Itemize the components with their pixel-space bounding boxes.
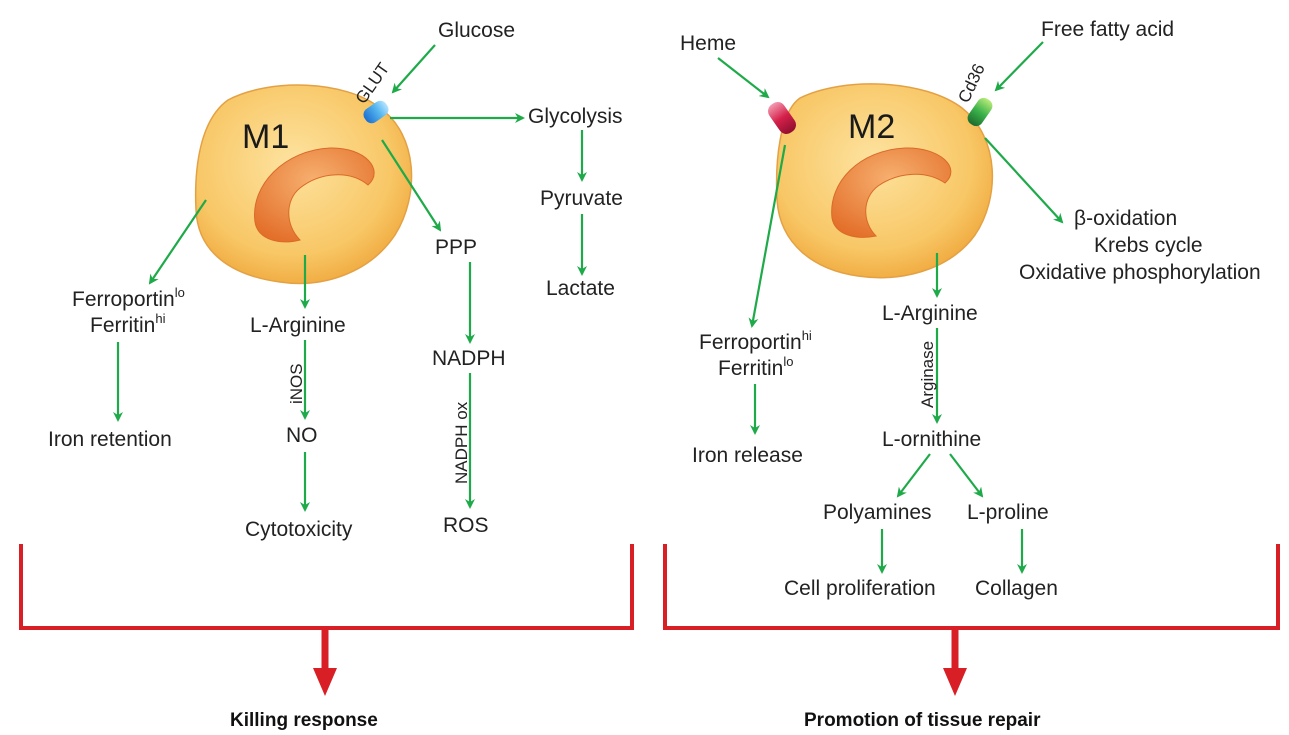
glut-label: GLUT (352, 59, 394, 107)
cytotoxicity-label: Cytotoxicity (245, 518, 353, 541)
m2-panel: M2 Heme Cd36 Free fatty acid β-oxidation… (663, 18, 1280, 731)
m2-outcome-arrowhead (943, 668, 967, 696)
m1-cell-label: M1 (242, 118, 289, 156)
m2-ferroportin-label: Ferroportinhi (699, 328, 812, 354)
m2-outcome-label: Promotion of tissue repair (804, 710, 1041, 731)
m1-outcome-bracket (19, 544, 634, 630)
iron-retention-label: Iron retention (48, 428, 172, 451)
krebs-cycle-label: Krebs cycle (1094, 234, 1203, 257)
glycolysis-label: Glycolysis (528, 105, 623, 128)
arginase-label: Arginase (918, 341, 937, 408)
m1-outcome-arrowhead (313, 668, 337, 696)
free-fatty-acid-label: Free fatty acid (1041, 18, 1174, 41)
arrow-to-ferroportin-m2 (748, 144, 787, 328)
m1-outcome-label: Killing response (230, 710, 378, 731)
arrow-to-beta-oxidation (984, 137, 1064, 224)
no-label: NO (286, 424, 318, 447)
arrow-ffa-to-cd36 (994, 41, 1044, 92)
arrow-to-ppp (381, 139, 442, 232)
collagen-label: Collagen (975, 577, 1058, 600)
oxphos-label: Oxidative phosphorylation (1019, 261, 1261, 284)
m2-cell-label: M2 (848, 108, 895, 146)
glut-receptor-icon (363, 100, 389, 124)
iron-release-label: Iron release (692, 444, 803, 467)
heme-receptor-icon (768, 102, 796, 134)
cd36-receptor-icon (967, 97, 993, 127)
inos-label: iNOS (287, 363, 306, 404)
nadph-ox-label: NADPH ox (452, 401, 471, 484)
m2-ferritin-label: Ferritinlo (718, 354, 793, 380)
m1-l-arginine-label: L-Arginine (250, 314, 346, 337)
arrow-glucose-to-glut (391, 44, 436, 94)
m1-ferroportin-label: Ferroportinlo (72, 285, 185, 311)
arrow-to-l-proline (949, 453, 984, 498)
m2-nucleus (831, 147, 952, 238)
arrow-heme-to-receptor (717, 57, 770, 99)
polyamines-label: Polyamines (823, 501, 932, 524)
l-ornithine-label: L-ornithine (882, 428, 981, 451)
heme-label: Heme (680, 32, 736, 55)
ros-label: ROS (443, 514, 489, 537)
cell-proliferation-label: Cell proliferation (784, 577, 936, 600)
arrow-to-ferroportin-m1 (148, 199, 207, 285)
glucose-label: Glucose (438, 19, 515, 42)
pyruvate-label: Pyruvate (540, 187, 623, 210)
lactate-label: Lactate (546, 277, 615, 300)
nadph-label: NADPH (432, 347, 506, 370)
l-proline-label: L-proline (967, 501, 1049, 524)
beta-oxidation-label: β-oxidation (1074, 207, 1177, 230)
m1-nucleus (254, 147, 375, 243)
m1-ferritin-label: Ferritinhi (90, 311, 166, 337)
m1-panel: M1 GLUT Glucose Glycolysis Pyruvate Lact… (19, 19, 634, 731)
m2-l-arginine-label: L-Arginine (882, 302, 978, 325)
arrow-to-polyamines (896, 453, 931, 498)
ppp-label: PPP (435, 236, 477, 259)
m2-outcome-bracket (663, 544, 1280, 630)
